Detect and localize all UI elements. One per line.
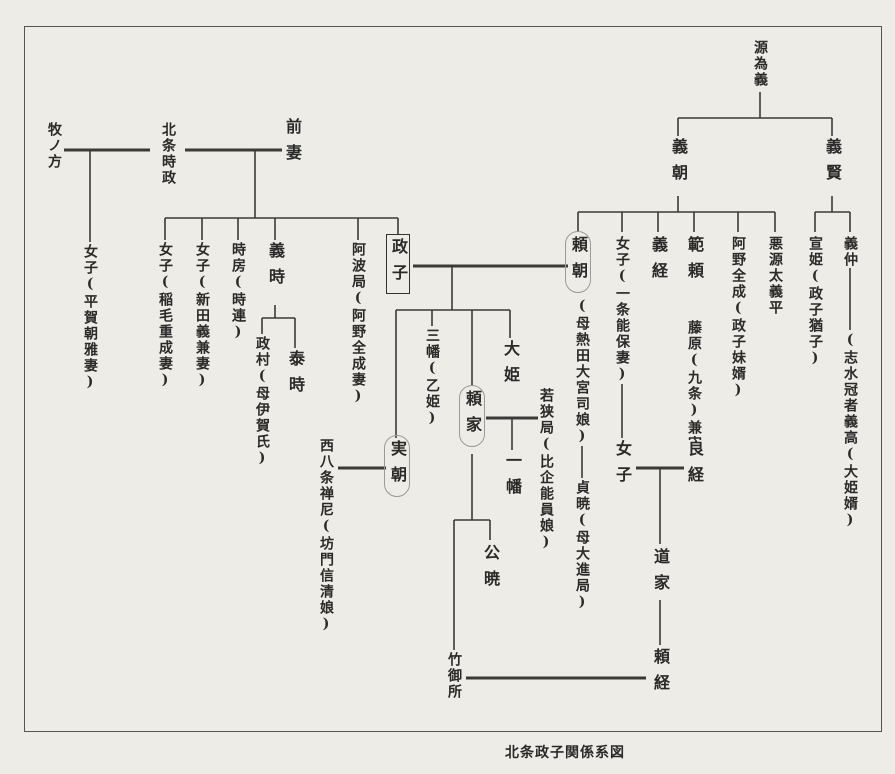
node-yoritomo-mother: (母熱田大宮司娘) [574,298,590,446]
node-yoshitomo: 義朝 [669,138,688,190]
node-daughter-ichijo: 女子(一条能保妻) [614,236,630,384]
node-hachijo: 西八条禅尼(坊門信清娘) [318,438,334,634]
node-daughter2: 女子 [613,440,632,492]
node-sadagyo: 貞暁(母大進局) [574,480,590,612]
node-awa-no-tsubone: 阿波局(阿野全成妻) [350,242,366,406]
node-ichiman: 一幡 [503,452,522,504]
node-sanetomo: 実朝 [384,435,410,497]
node-makinokata: 牧ノ方 [46,122,62,170]
node-yoshinaka-wife: (志水冠者義高(大姫婿) [842,332,858,530]
node-sanman: 三幡(乙姫) [424,328,440,428]
node-michiie: 道家 [651,548,670,600]
node-ano-zenjo: 阿野全成(政子妹婿) [730,236,746,400]
node-hojo-tokimasa: 北条時政 [160,122,176,186]
node-yoriie: 頼家 [459,385,485,447]
node-tokifusa: 時房(時連) [230,242,246,342]
node-yoshitoki: 義時 [266,242,285,294]
node-yoritsune: 頼経 [651,648,670,700]
node-kannon-wife: 宣姫(政子猶子) [807,236,823,368]
node-daughter-inage: 女子(稲毛重成妻) [157,242,173,390]
node-daughter-nitta: 女子(新田義兼妻) [194,242,210,390]
node-daughter-hiraga: 女子(平賀朝雅妻) [82,244,98,392]
node-zensai: 前妻 [283,118,302,170]
node-yoshikata: 義賢 [823,138,842,190]
node-akugenta: 悪源太義平 [767,236,783,316]
node-wakasa: 若狭局(比企能員娘) [538,388,554,552]
node-yoshitsune2: 良経 [685,440,704,492]
node-masako: 政子 [386,234,410,294]
diagram-caption: 北条政子関係系図 [505,745,625,761]
node-noriyori: 範頼 [685,236,704,288]
diagram-frame [24,26,882,732]
node-takegosho: 竹御所 [446,652,462,700]
node-yoshinaka: 義仲 [842,236,858,268]
node-yoshitsune: 義経 [649,236,668,288]
node-fujiwara: 藤原(九条)兼実 [686,320,702,452]
node-minamoto-tameyoshi: 源為義 [752,40,768,88]
node-yasutoki: 泰時 [286,350,305,402]
node-masamura: 政村(母伊賀氏) [254,336,270,468]
node-oohime: 大姫 [501,340,520,392]
node-kugyo: 公暁 [481,544,500,596]
node-yoritomo: 頼朝 [565,231,591,293]
